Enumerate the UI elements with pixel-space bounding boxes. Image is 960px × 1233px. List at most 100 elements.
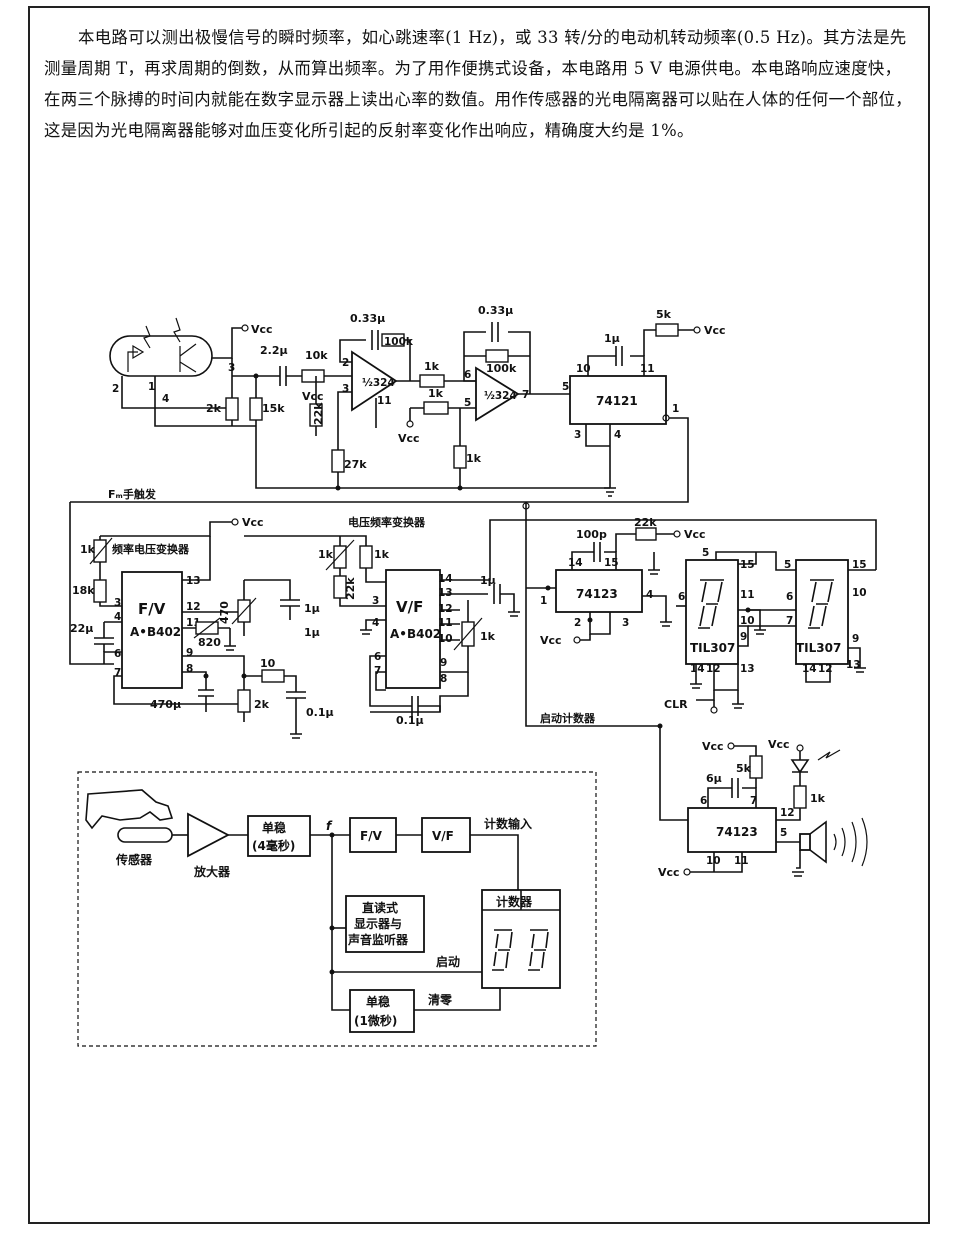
display-til307-2 bbox=[795, 559, 849, 665]
svg-text:5: 5 bbox=[562, 381, 569, 393]
svg-text:15: 15 bbox=[740, 559, 755, 571]
display-til307-1 bbox=[685, 559, 739, 665]
vf-chip-part: A•B402 bbox=[390, 627, 441, 641]
block-display-l3: 声音监听器 bbox=[347, 932, 409, 947]
block-counter-label: 计数器 bbox=[496, 894, 533, 909]
fv-title: 频率电压变换器 bbox=[112, 542, 190, 556]
vf-chip bbox=[385, 569, 441, 689]
svg-text:4: 4 bbox=[646, 589, 653, 601]
fv-chip bbox=[121, 571, 183, 689]
svg-text:6: 6 bbox=[374, 651, 381, 663]
block-count-input: 计数输入 bbox=[484, 816, 532, 831]
svg-text:3: 3 bbox=[342, 383, 349, 395]
c-100p: 100p bbox=[576, 528, 607, 541]
fv-c-22u: 22μ bbox=[70, 622, 93, 635]
sensor-block bbox=[85, 789, 188, 843]
block-vf bbox=[421, 817, 471, 853]
vcc-label-8: Vcc bbox=[702, 740, 724, 753]
svg-text:6: 6 bbox=[786, 591, 793, 603]
svg-text:4: 4 bbox=[614, 429, 621, 441]
vcc-label-9: Vcc bbox=[768, 738, 790, 751]
vcc-label-4: Vcc bbox=[704, 324, 726, 337]
svg-text:9: 9 bbox=[186, 647, 193, 659]
svg-text:13: 13 bbox=[846, 659, 861, 671]
display-til307-1-label: TIL307 bbox=[690, 641, 735, 655]
r-1k-a: 1k bbox=[424, 360, 440, 373]
svg-text:1: 1 bbox=[540, 595, 547, 607]
svg-text:7: 7 bbox=[522, 389, 529, 401]
svg-text:12: 12 bbox=[438, 603, 453, 615]
svg-text:6: 6 bbox=[464, 369, 471, 381]
start-counter-label: 启动计数器 bbox=[540, 711, 596, 725]
r-100k-2: 100k bbox=[486, 362, 517, 375]
figure-frame bbox=[28, 6, 930, 1224]
r-5k-mono: 5k bbox=[656, 308, 672, 321]
c-033-1: 0.33μ bbox=[350, 312, 385, 325]
svg-text:11: 11 bbox=[640, 363, 655, 375]
svg-text:13: 13 bbox=[186, 575, 201, 587]
alarm-c-6u: 6μ bbox=[706, 772, 722, 785]
fv-r-820: 820 bbox=[198, 636, 221, 649]
intro-paragraph: 本电路可以测出极慢信号的瞬时频率，如心跳速率(1 Hz)，或 33 转/分的电动… bbox=[44, 28, 912, 140]
block-mono-4ms-l1: 单稳 bbox=[262, 820, 286, 835]
svg-text:5: 5 bbox=[784, 559, 791, 571]
block-fv-label: F/V bbox=[360, 829, 383, 843]
r-22k: 22k bbox=[312, 402, 325, 425]
svg-text:10: 10 bbox=[852, 587, 867, 599]
manual-trigger-label: Fₘ手触发 bbox=[108, 487, 157, 501]
svg-text:5: 5 bbox=[702, 547, 709, 559]
display-til307-2-label: TIL307 bbox=[796, 641, 841, 655]
opamp-1 bbox=[351, 350, 398, 412]
alarm-r-1k: 1k bbox=[810, 792, 826, 805]
fv-c-1u-a: 1μ bbox=[304, 602, 320, 615]
vf-title: 电压频率变换器 bbox=[348, 515, 426, 529]
svg-text:8: 8 bbox=[440, 673, 447, 685]
r-27k: 27k bbox=[344, 458, 367, 471]
block-display-l1: 直读式 bbox=[362, 900, 398, 915]
block-mono-1us bbox=[349, 989, 415, 1033]
block-mono-4ms-l2: (4毫秒) bbox=[252, 838, 295, 853]
vf-r-1k-b: 1k bbox=[374, 548, 390, 561]
mono-74123 bbox=[555, 569, 643, 613]
svg-text:3: 3 bbox=[622, 617, 629, 629]
c-1u-mono: 1μ bbox=[604, 332, 620, 345]
block-amplifier bbox=[187, 812, 230, 858]
svg-text:3: 3 bbox=[372, 595, 379, 607]
fv-c-01u: 0.1μ bbox=[306, 706, 334, 719]
svg-text:4: 4 bbox=[162, 393, 169, 405]
svg-text:7: 7 bbox=[786, 615, 793, 627]
block-start: 启动 bbox=[436, 954, 460, 969]
vcc-label-6: Vcc bbox=[684, 528, 706, 541]
svg-text:5: 5 bbox=[464, 397, 471, 409]
mono-74121 bbox=[569, 375, 667, 425]
r-10k: 10k bbox=[305, 349, 328, 362]
r-1k-b: 1k bbox=[428, 387, 444, 400]
svg-text:3: 3 bbox=[574, 429, 581, 441]
vcc-label-2: Vcc bbox=[302, 390, 324, 403]
fv-r-18k: 18k bbox=[72, 584, 95, 597]
block-display-monitor bbox=[345, 895, 425, 953]
block-fv bbox=[349, 817, 397, 853]
svg-text:14: 14 bbox=[568, 557, 583, 569]
mono-74123-alarm bbox=[687, 807, 777, 853]
svg-text:10: 10 bbox=[438, 633, 453, 645]
svg-text:13: 13 bbox=[740, 663, 755, 675]
svg-text:3: 3 bbox=[114, 597, 121, 609]
svg-text:2: 2 bbox=[112, 383, 119, 395]
fv-chip-name: F/V bbox=[138, 600, 166, 618]
alarm-r-5k: 5k bbox=[736, 762, 752, 775]
r-2k: 2k bbox=[206, 402, 222, 415]
vcc-label-7: Vcc bbox=[540, 634, 562, 647]
fv-r-470: 470 bbox=[218, 601, 231, 624]
r-22k-counter: 22k bbox=[634, 516, 657, 529]
svg-text:7: 7 bbox=[374, 665, 381, 677]
vf-c-01u: 0.1μ bbox=[396, 714, 424, 727]
svg-text:13: 13 bbox=[438, 587, 453, 599]
block-sensor: 传感器 bbox=[115, 852, 153, 867]
svg-text:12: 12 bbox=[818, 663, 833, 675]
vf-r-1k-a: 1k bbox=[318, 548, 334, 561]
c-2u2: 2.2μ bbox=[260, 344, 288, 357]
svg-text:9: 9 bbox=[740, 631, 747, 643]
